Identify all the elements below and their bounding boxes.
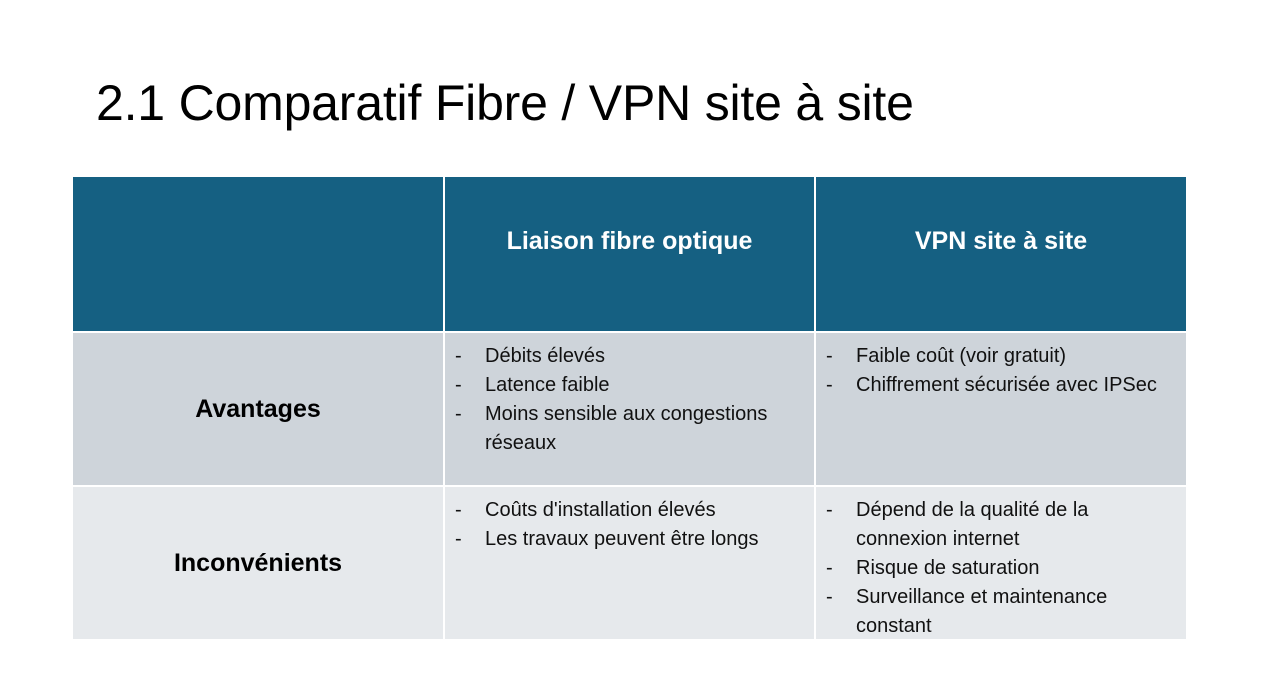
list-item-text: Chiffrement sécurisée avec IPSec <box>856 374 1157 396</box>
bullet-marker: - <box>455 403 462 425</box>
list-item: - Faible coût (voir gratuit) <box>826 342 1168 371</box>
list-item-text: Débits élevés <box>485 345 606 367</box>
row-label-disadvantages: Inconvénients <box>73 485 443 639</box>
header-fibre-cell: Liaison fibre optique <box>443 177 814 331</box>
advantages-fibre-cell: - Débits élevés - Latence faible - Moins se… <box>443 331 814 485</box>
list-item: - Les travaux peuvent être longs <box>455 525 796 554</box>
list-item-text: Surveillance et maintenance constant <box>856 586 1108 637</box>
bullet-marker: - <box>455 499 462 521</box>
advantages-vpn-cell: - Faible coût (voir gratuit) - Chiffrement… <box>814 331 1186 485</box>
advantages-fibre-list: - Débits élevés - Latence faible - Moins se… <box>445 333 814 458</box>
list-item: - Chiffrement sécurisée avec IPSec <box>826 371 1168 400</box>
slide-title: 2.1 Comparatif Fibre / VPN site à site <box>96 75 914 131</box>
row-label-advantages: Avantages <box>73 331 443 485</box>
header-empty-cell <box>73 177 443 331</box>
list-item: - Surveillance et maintenance constant <box>826 583 1168 641</box>
list-item-text: Faible coût (voir gratuit) <box>856 345 1067 367</box>
list-item: - Risque de saturation <box>826 554 1168 583</box>
bullet-marker: - <box>826 345 833 367</box>
list-item-text: Les travaux peuvent être longs <box>485 528 759 550</box>
list-item-text: Risque de saturation <box>856 557 1040 579</box>
bullet-marker: - <box>455 345 462 367</box>
list-item-text: Moins sensible aux congestions réseaux <box>485 403 768 454</box>
list-item: - Débits élevés <box>455 342 796 371</box>
header-vpn-cell: VPN site à site <box>814 177 1186 331</box>
disadvantages-vpn-cell: - Dépend de la qualité de la connexion in… <box>814 485 1186 639</box>
list-item-text: Coûts d'installation élevés <box>485 499 716 521</box>
comparison-table: Liaison fibre optique VPN site à site Av… <box>73 177 1186 639</box>
bullet-marker: - <box>455 528 462 550</box>
header-fibre-label: Liaison fibre optique <box>506 226 753 255</box>
disadvantages-fibre-list: - Coûts d'installation élevés - Les travau… <box>445 487 814 554</box>
bullet-marker: - <box>826 586 833 608</box>
list-item: - Latence faible <box>455 371 796 400</box>
bullet-marker: - <box>826 374 833 396</box>
list-item-text: Dépend de la qualité de la connexion int… <box>856 499 1089 550</box>
list-item-text: Latence faible <box>485 374 610 396</box>
disadvantages-vpn-list: - Dépend de la qualité de la connexion in… <box>816 487 1186 641</box>
bullet-marker: - <box>455 374 462 396</box>
bullet-marker: - <box>826 499 833 521</box>
row-label-disadvantages-text: Inconvénients <box>173 548 343 577</box>
advantages-vpn-list: - Faible coût (voir gratuit) - Chiffrement… <box>816 333 1186 400</box>
header-vpn-label: VPN site à site <box>914 226 1088 255</box>
list-item: - Dépend de la qualité de la connexion in… <box>826 496 1168 554</box>
row-label-advantages-text: Avantages <box>195 394 321 423</box>
list-item: - Coûts d'installation élevés <box>455 496 796 525</box>
list-item: - Moins sensible aux congestions réseaux <box>455 400 796 458</box>
disadvantages-fibre-cell: - Coûts d'installation élevés - Les travau… <box>443 485 814 639</box>
bullet-marker: - <box>826 557 833 579</box>
